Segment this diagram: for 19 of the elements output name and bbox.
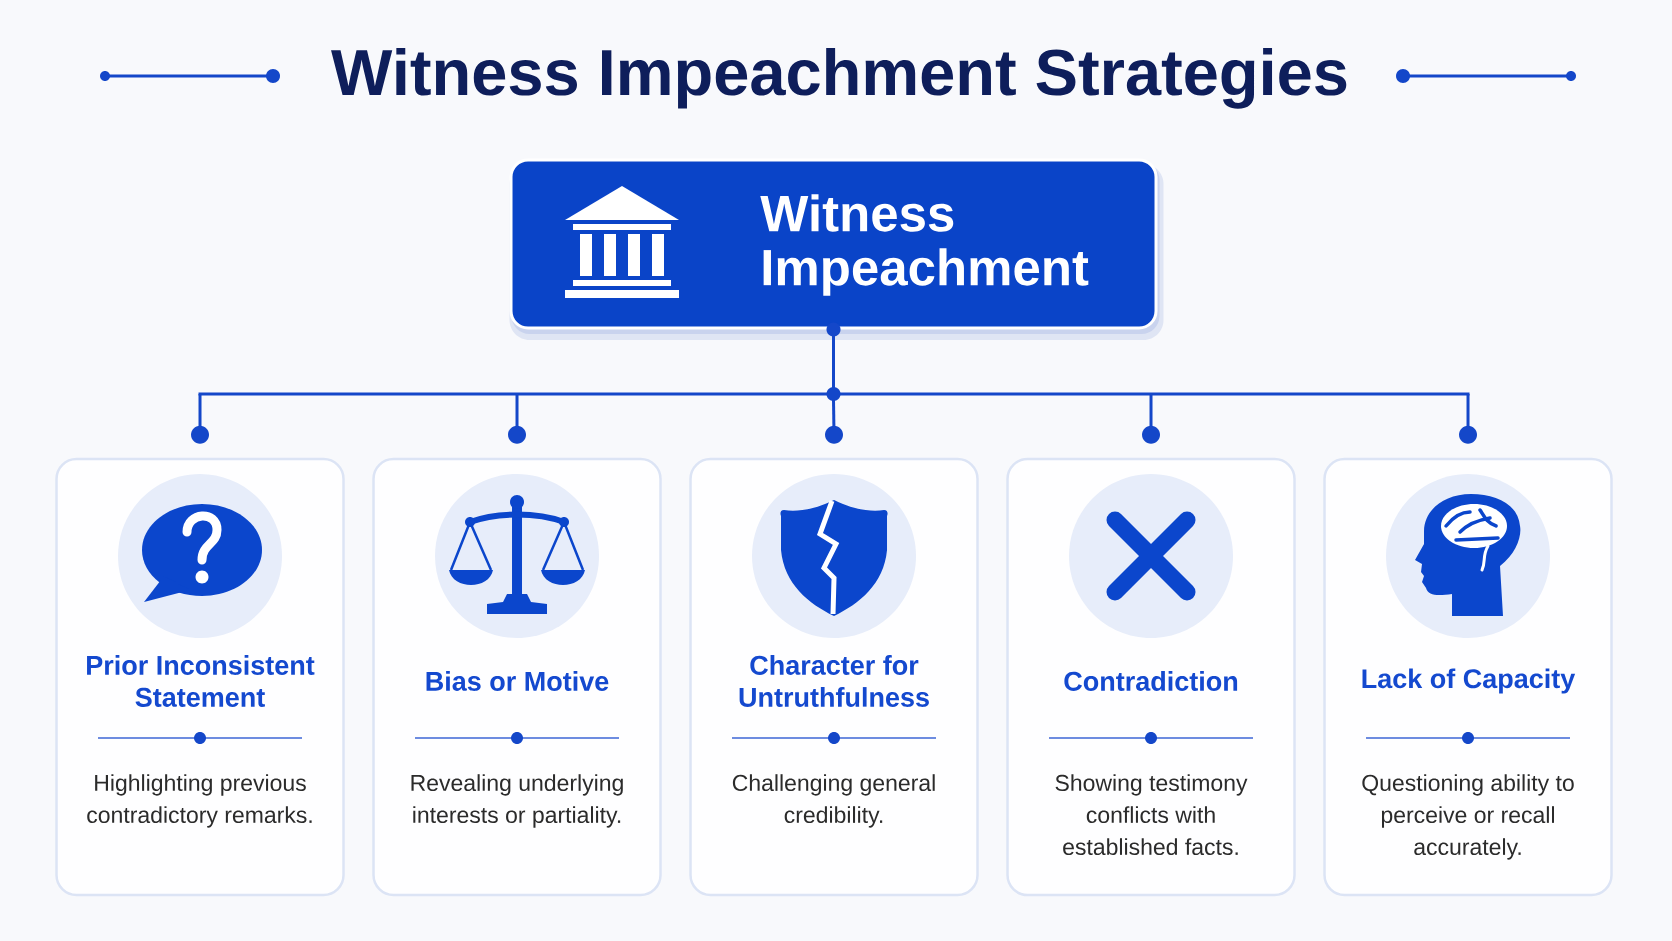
header-title: Witness Impeachment	[760, 194, 1089, 296]
diagram-title: Witness Impeachment Strategies	[331, 47, 1347, 109]
strategy-title: Character for Untruthfulness	[739, 655, 929, 707]
strategy-description: Revealing underlying interests or partiality.	[411, 774, 623, 828]
connector	[1142, 394, 1160, 444]
connector	[825, 400, 843, 444]
header-box	[509, 158, 1164, 340]
strategy-description: Challenging general credibility.	[732, 774, 935, 828]
connector	[191, 394, 209, 444]
strategy-title: Prior Inconsistent Statement	[87, 655, 315, 707]
strategy-description: Highlighting previous contradictory remarks.	[87, 774, 312, 828]
connector	[508, 394, 526, 444]
strategy-description: Questioning ability to perceive or recall accurately.	[1362, 774, 1574, 860]
strategy-title: Contradiction	[1064, 671, 1238, 691]
connector	[198, 322, 1470, 401]
connector	[1459, 394, 1477, 444]
strategy-title: Bias or Motive	[426, 671, 609, 691]
strategy-title: Lack of Capacity	[1362, 668, 1576, 694]
strategy-description: Showing testimony conflicts with established facts.	[1055, 774, 1248, 856]
